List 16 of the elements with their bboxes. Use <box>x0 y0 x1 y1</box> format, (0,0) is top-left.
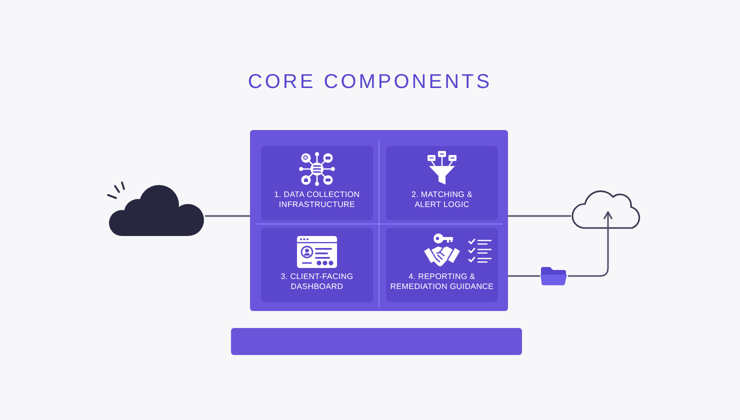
tile-label: 3. CLIENT-FACING DASHBOARD <box>280 272 354 292</box>
connector-line <box>508 215 571 217</box>
title: CORE COMPONENTS <box>248 70 492 94</box>
arrow <box>568 211 613 277</box>
component-tile <box>261 228 373 302</box>
connector-line <box>205 215 250 217</box>
tile-label: 1. DATA COLLECTION INFRASTRUCTURE <box>273 190 361 210</box>
component-tile <box>386 228 498 302</box>
component-tile <box>386 146 498 220</box>
folder-icon <box>540 266 568 286</box>
empty-bar <box>231 328 522 355</box>
component-tile <box>261 146 373 220</box>
cloud-icon <box>104 180 205 237</box>
tile-label: 2. MATCHING & ALERT LOGIC <box>410 190 474 210</box>
tile-label: 4. REPORTING & REMEDIATION GUIDANCE <box>389 272 495 292</box>
connector-line <box>508 275 540 277</box>
